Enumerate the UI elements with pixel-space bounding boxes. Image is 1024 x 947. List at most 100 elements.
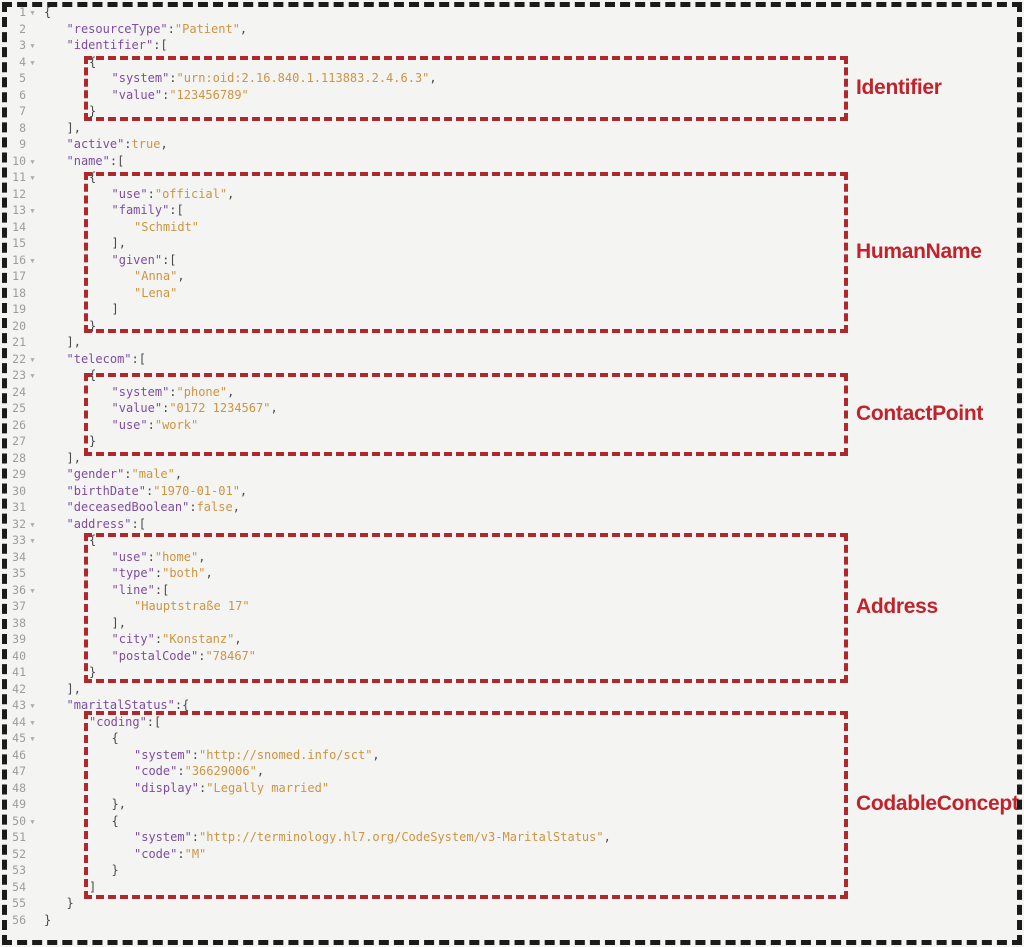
code-line: 37"Hauptstraße 17" bbox=[6, 598, 1018, 615]
json-string: "http://terminology.hl7.org/CodeSystem/v… bbox=[199, 830, 604, 844]
line-number: 3 bbox=[19, 38, 26, 52]
line-number: 28 bbox=[12, 450, 26, 465]
collapse-toggle-icon[interactable]: ▼ bbox=[30, 355, 35, 364]
indent-spacer bbox=[39, 345, 67, 346]
json-punct: { bbox=[111, 813, 119, 828]
code-line: 40"postalCode":"78467" bbox=[6, 648, 1018, 665]
line-number: 33 bbox=[12, 533, 26, 547]
code-line: 27} bbox=[6, 433, 1018, 450]
collapse-toggle-icon[interactable]: ▼ bbox=[30, 735, 35, 743]
json-punct: : bbox=[147, 417, 155, 432]
json-punct: , bbox=[256, 764, 265, 778]
json-string: "0172 1234567" bbox=[169, 401, 271, 415]
code-line: 22▼"telecom":[ bbox=[6, 351, 1018, 368]
collapse-toggle-icon[interactable]: ▼ bbox=[30, 207, 35, 215]
json-string: "1970-01-01" bbox=[153, 483, 240, 498]
annotation-box-humanname bbox=[84, 172, 848, 333]
collapse-toggle-icon[interactable]: ▼ bbox=[30, 718, 35, 727]
collapse-toggle-icon[interactable]: ▼ bbox=[30, 42, 35, 50]
json-punct: { bbox=[89, 170, 97, 184]
json-punct: : bbox=[189, 500, 197, 514]
json-punct: } bbox=[89, 665, 97, 679]
json-key: "identifier" bbox=[66, 38, 154, 52]
collapse-toggle-icon[interactable]: ▼ bbox=[30, 174, 35, 182]
json-key: "name" bbox=[66, 153, 110, 168]
collapse-toggle-icon[interactable]: ▼ bbox=[30, 586, 35, 595]
indent-spacer bbox=[39, 362, 67, 363]
collapse-toggle-icon[interactable]: ▼ bbox=[30, 702, 35, 710]
code-line: 15], bbox=[6, 235, 1018, 252]
json-punct: , bbox=[372, 747, 380, 762]
code-line: 12"use":"official", bbox=[6, 186, 1018, 203]
collapse-toggle-icon[interactable]: ▼ bbox=[30, 9, 35, 17]
code-line: 52"code":"M" bbox=[6, 846, 1018, 863]
json-punct: , bbox=[198, 549, 206, 564]
collapse-toggle-icon[interactable]: ▼ bbox=[30, 58, 35, 67]
collapse-toggle-icon[interactable]: ▼ bbox=[30, 256, 35, 265]
line-number: 25 bbox=[12, 401, 26, 415]
line-number: 11 bbox=[12, 170, 26, 184]
collapse-toggle-icon[interactable]: ▼ bbox=[30, 520, 35, 529]
code-line: 55} bbox=[6, 895, 1018, 912]
json-key: "resourceType" bbox=[66, 21, 168, 36]
collapse-toggle-icon[interactable]: ▼ bbox=[30, 157, 35, 166]
json-key: "system" bbox=[111, 384, 170, 399]
line-number: 32 bbox=[12, 516, 26, 531]
line-number: 7 bbox=[19, 104, 26, 118]
json-string: "Legally married" bbox=[206, 780, 330, 795]
json-key: "display" bbox=[134, 780, 200, 795]
json-punct: : bbox=[147, 549, 155, 564]
json-punct: } bbox=[89, 104, 97, 118]
json-punct: , bbox=[270, 401, 278, 415]
line-number: 40 bbox=[12, 648, 26, 663]
json-string: "M" bbox=[184, 846, 207, 861]
json-punct: , bbox=[232, 500, 240, 514]
annotation-label-humanname: HumanName bbox=[856, 240, 982, 263]
json-punct: { bbox=[111, 731, 119, 745]
indent-spacer bbox=[39, 906, 67, 907]
json-key: "deceasedBoolean" bbox=[66, 500, 190, 514]
code-line: 19] bbox=[6, 301, 1018, 318]
code-line: 30"birthDate":"1970-01-01", bbox=[6, 483, 1018, 500]
collapse-toggle-icon[interactable]: ▼ bbox=[30, 817, 35, 826]
json-punct: , bbox=[239, 21, 248, 36]
collapse-toggle-icon[interactable]: ▼ bbox=[30, 537, 35, 545]
code-line: 54] bbox=[6, 879, 1018, 896]
json-key: "line" bbox=[111, 582, 155, 597]
code-line: 31"deceasedBoolean":false, bbox=[6, 499, 1018, 516]
code-line: 51"system":"http://terminology.hl7.org/C… bbox=[6, 829, 1018, 846]
code-line: 53} bbox=[6, 862, 1018, 879]
code-line: 13▼"family":[ bbox=[6, 202, 1018, 219]
code-line: 47"code":"36629006", bbox=[6, 763, 1018, 780]
line-number: 16 bbox=[12, 252, 26, 267]
indent-spacer bbox=[39, 147, 67, 148]
json-punct: , bbox=[177, 269, 185, 283]
indent-spacer bbox=[39, 114, 89, 115]
json-string: "work" bbox=[154, 417, 199, 432]
json-string: "both" bbox=[162, 566, 206, 580]
code-line: 26"use":"work" bbox=[6, 417, 1018, 434]
line-number: 29 bbox=[12, 467, 26, 481]
json-punct: :[ bbox=[146, 714, 162, 729]
json-string: "Schmidt" bbox=[134, 219, 200, 234]
json-punct: :[ bbox=[154, 582, 170, 597]
line-number: 50 bbox=[12, 813, 26, 828]
json-key: "maritalStatus" bbox=[66, 698, 175, 712]
code-area: 1▼{2"resourceType":"Patient",3▼"identifi… bbox=[6, 4, 1018, 928]
indent-spacer bbox=[39, 510, 67, 511]
line-number: 19 bbox=[12, 302, 26, 316]
code-line: 17"Anna", bbox=[6, 268, 1018, 285]
json-key: "system" bbox=[134, 830, 192, 844]
collapse-toggle-icon[interactable]: ▼ bbox=[30, 372, 35, 380]
line-number: 53 bbox=[12, 863, 26, 877]
indent-spacer bbox=[39, 164, 67, 165]
line-number: 30 bbox=[12, 483, 26, 498]
json-punct: : bbox=[177, 846, 185, 861]
json-punct: : bbox=[162, 87, 170, 102]
json-punct: , bbox=[227, 186, 235, 201]
indent-spacer bbox=[39, 692, 67, 693]
code-line: 11 ▼ { bbox=[6, 169, 1018, 186]
line-number: 12 bbox=[12, 186, 26, 201]
line-number: 44 bbox=[12, 714, 26, 729]
